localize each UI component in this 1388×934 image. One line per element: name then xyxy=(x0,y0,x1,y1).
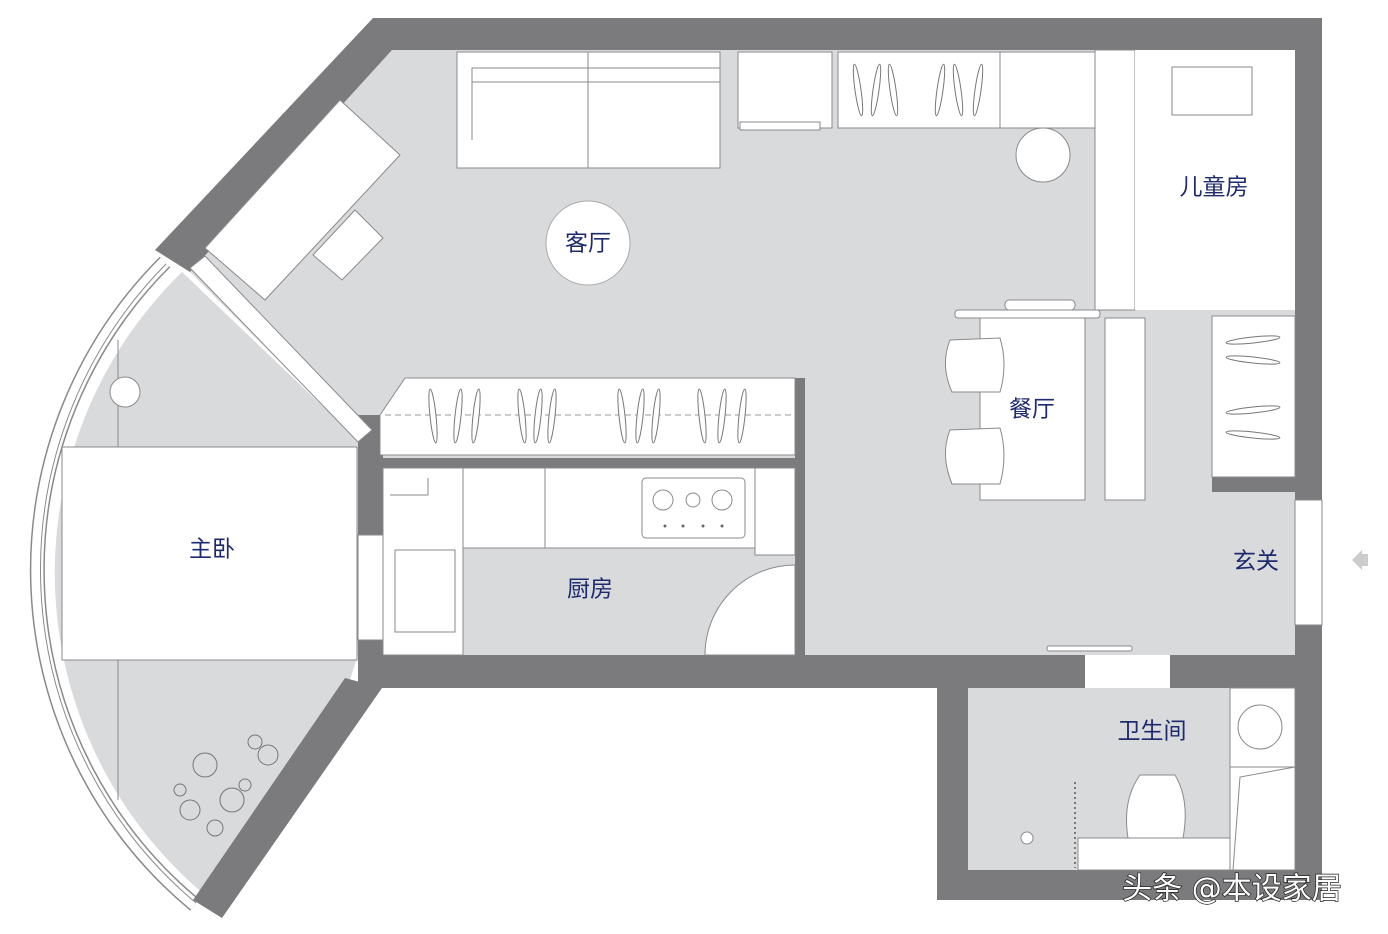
floor-drain xyxy=(1020,831,1034,845)
hanger-icon xyxy=(517,388,527,444)
kids-pillow xyxy=(1171,66,1253,116)
toilet xyxy=(1126,774,1186,839)
top-wardrobe xyxy=(837,51,1001,129)
hanger-icon xyxy=(533,388,543,444)
desk xyxy=(204,99,401,301)
desk-chair xyxy=(312,209,384,281)
hanger-icon xyxy=(697,388,707,444)
bedroom-door[interactable] xyxy=(357,534,384,641)
bench xyxy=(1104,317,1146,501)
sofa xyxy=(456,51,721,169)
hanger-icon xyxy=(1225,355,1281,365)
hanger-icon xyxy=(547,388,557,444)
walls xyxy=(155,18,1322,918)
washing-machine xyxy=(1237,704,1283,750)
watermark: 头条 @本设家居 xyxy=(1122,872,1342,907)
dining-room-label: 餐厅 xyxy=(1009,397,1055,423)
bedroom-sliding-door[interactable] xyxy=(189,255,373,443)
hanger-icon xyxy=(737,388,747,444)
hanger-icon xyxy=(952,63,964,117)
kitchen-door[interactable] xyxy=(704,564,796,656)
living-room-label: 客厅 xyxy=(565,231,611,257)
hanger-icon xyxy=(428,388,438,444)
bar-counter xyxy=(954,309,1101,319)
kitchen-label: 厨房 xyxy=(567,577,613,603)
bathroom-sliding-door[interactable] xyxy=(1046,645,1133,652)
hanger-icon xyxy=(852,63,864,117)
bathroom-label: 卫生间 xyxy=(1118,719,1187,745)
arc-window xyxy=(29,256,200,911)
hanger-icon xyxy=(717,388,727,444)
hangers xyxy=(1225,335,1281,440)
side-table xyxy=(109,376,141,408)
hanger-icon xyxy=(453,388,463,444)
master-bedroom-label: 主卧 xyxy=(189,537,235,563)
dining-chair xyxy=(945,427,1005,485)
sink xyxy=(394,549,456,633)
entrance-arrow-icon xyxy=(1352,550,1362,570)
kids-room-label: 儿童房 xyxy=(1180,175,1249,201)
tv-cabinet xyxy=(737,51,833,131)
hanger-icon xyxy=(887,63,899,117)
hangers xyxy=(428,388,747,444)
cooktop xyxy=(641,477,746,539)
hanger-icon xyxy=(1225,430,1281,440)
dining-chair xyxy=(945,337,1005,393)
bed xyxy=(61,446,358,661)
bar-stool-rail xyxy=(1004,299,1076,311)
kids-wardrobe xyxy=(1094,49,1136,311)
shelf xyxy=(999,51,1096,129)
hanger-icon xyxy=(1225,405,1281,415)
hangers xyxy=(852,63,984,117)
middle-wardrobe xyxy=(379,377,796,456)
hanger-icon xyxy=(1225,335,1281,345)
hanger-icon xyxy=(934,63,946,117)
hanger-icon xyxy=(870,63,882,117)
hanger-icon xyxy=(635,388,645,444)
round-table xyxy=(1015,127,1071,183)
hanger-icon xyxy=(617,388,627,444)
bathroom-door[interactable] xyxy=(1085,655,1170,688)
hanger-icon xyxy=(471,388,481,444)
entrance-label: 玄关 xyxy=(1233,549,1279,575)
hanger-icon xyxy=(972,63,984,117)
hanger-icon xyxy=(651,388,661,444)
entrance-door[interactable] xyxy=(1294,499,1323,626)
living-room-label-badge xyxy=(545,200,631,286)
entrance-arrow-icon xyxy=(1362,554,1368,566)
toilet-counter xyxy=(1077,837,1231,871)
plant xyxy=(173,734,279,837)
